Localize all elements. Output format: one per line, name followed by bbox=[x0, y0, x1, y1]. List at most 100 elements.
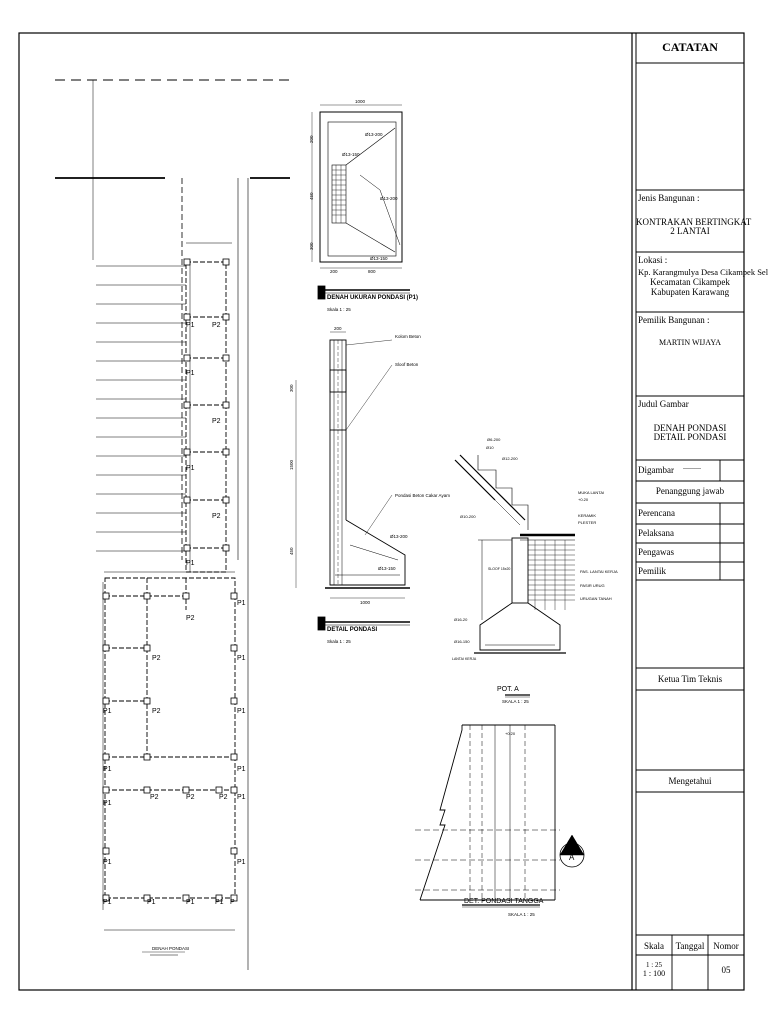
section-a-detail bbox=[454, 454, 575, 698]
plan-caption: DENAH PONDASI bbox=[152, 946, 189, 951]
tangga-elev: +0.20 bbox=[505, 731, 516, 736]
plan-column-mark bbox=[230, 894, 238, 902]
plan-column-mark bbox=[222, 258, 230, 266]
plan-foundation-label: P1 bbox=[237, 708, 246, 715]
plan-foundation-label: P1 bbox=[103, 708, 112, 715]
jenis-bangunan-line1: KONTRAKAN BERTINGKAT bbox=[636, 217, 752, 227]
plan-column-mark bbox=[183, 258, 191, 266]
plan-foundation-label: P1 bbox=[186, 465, 195, 472]
lokasi-line3: Kabupaten Karawang bbox=[650, 287, 730, 297]
pota-scale: SKALA 1 : 25 bbox=[502, 699, 529, 704]
plan-column-mark bbox=[102, 753, 110, 761]
pota-elev: +0.20 bbox=[578, 497, 589, 502]
pota-keramik: KERAMIK bbox=[578, 513, 596, 518]
pota-r1: Ø6-200 bbox=[487, 437, 501, 442]
penanggung-jawab-label: Penanggung jawab bbox=[655, 486, 725, 496]
lokasi-label: Lokasi : bbox=[638, 255, 668, 265]
plan-column-mark bbox=[183, 354, 191, 362]
plan-column-mark bbox=[102, 847, 110, 855]
plan-column-mark bbox=[143, 592, 151, 600]
judul-gambar-line2: DETAIL PONDASI bbox=[653, 432, 727, 442]
plan-foundation-label: P1 bbox=[237, 766, 246, 773]
pota-plester: PLESTER bbox=[578, 520, 596, 525]
pota-title: POT. A bbox=[497, 686, 519, 693]
plan-column-mark bbox=[230, 847, 238, 855]
plan-column-mark bbox=[102, 894, 110, 902]
plan-column-mark bbox=[222, 354, 230, 362]
plan-foundation-label: P2 bbox=[186, 615, 195, 622]
pota-r4: Ø10-200 bbox=[460, 514, 476, 519]
plan-column-mark bbox=[143, 894, 151, 902]
detail-dim-v2: 1500 bbox=[289, 459, 294, 470]
plan-column-mark bbox=[230, 786, 238, 794]
judul-gambar-line1: DENAH PONDASI bbox=[653, 423, 727, 433]
plan-column-mark bbox=[182, 786, 190, 794]
pota-r5: Ø16-20 bbox=[454, 617, 468, 622]
plan-foundation-label: P2 bbox=[186, 794, 195, 801]
mengetahui-label: Mengetahui bbox=[668, 776, 712, 786]
sheet-border bbox=[18, 32, 745, 991]
plan-column-mark bbox=[143, 786, 151, 794]
plan-column-mark bbox=[182, 592, 190, 600]
denah-rebar3: Ø13-200 bbox=[380, 196, 398, 201]
plan-column-mark bbox=[222, 448, 230, 456]
footing-plan-detail bbox=[311, 104, 410, 300]
plan-column-mark bbox=[102, 592, 110, 600]
denah-dim-left3: 300 bbox=[309, 242, 314, 250]
plan-foundation-label: P1 bbox=[237, 600, 246, 607]
foundation-plan bbox=[55, 79, 290, 970]
plan-foundation-label: P bbox=[230, 899, 235, 906]
plan-column-mark bbox=[183, 448, 191, 456]
pota-r6: Ø16-150 bbox=[454, 639, 470, 644]
denah-rebar1: Ø13-200 bbox=[365, 132, 383, 137]
pelaksana-label: Pelaksana bbox=[638, 528, 674, 538]
denah-rebar2: Ø13-150 bbox=[342, 152, 360, 157]
plan-column-mark bbox=[215, 786, 223, 794]
denah-dim-left2: 450 bbox=[309, 192, 314, 200]
plan-column-mark bbox=[230, 753, 238, 761]
lokasi-line2: Kecamatan Cikampek bbox=[650, 277, 730, 287]
denah-dim-bottom1: 200 bbox=[330, 269, 338, 274]
detail-title: DETAIL PONDASI bbox=[327, 627, 377, 633]
plan-foundation-label: P1 bbox=[186, 560, 195, 567]
pota-muka: MUKA LANTAI bbox=[578, 490, 604, 495]
plan-column-mark bbox=[183, 313, 191, 321]
pota-lantai-kerja: LANTAI KERJA bbox=[452, 657, 477, 661]
denah-title: DENAH UKURAN PONDASI (P1) bbox=[327, 295, 418, 301]
plan-foundation-label: P1 bbox=[103, 899, 112, 906]
plan-column-mark bbox=[182, 894, 190, 902]
pota-sloof: SLOOF 15x20 bbox=[488, 567, 510, 571]
skala-label: Skala bbox=[644, 941, 664, 951]
detail-sloof: Sloof Beton bbox=[395, 362, 419, 367]
denah-dim-bottom2: 800 bbox=[368, 269, 376, 274]
plan-column-mark bbox=[222, 313, 230, 321]
ketua-tim-label: Ketua Tim Teknis bbox=[657, 674, 723, 684]
detail-dim-top: 200 bbox=[334, 326, 342, 331]
plan-foundation-label: P1 bbox=[103, 800, 112, 807]
pota-urugan: URUGAN TANAH bbox=[580, 596, 612, 601]
plan-column-mark bbox=[183, 544, 191, 552]
plan-column-mark bbox=[222, 401, 230, 409]
pemilik-bangunan-label: Pemilik Bangunan : bbox=[638, 315, 710, 325]
detail-scale: Skala 1 : 25 bbox=[327, 639, 351, 644]
detail-r1: Ø13-200 bbox=[390, 534, 408, 539]
tanggal-label: Tanggal bbox=[675, 941, 705, 951]
detail-dim-bottom: 1000 bbox=[360, 600, 371, 605]
footing-section-detail bbox=[295, 331, 410, 631]
plan-column-mark bbox=[215, 894, 223, 902]
detail-dim-v1: 300 bbox=[289, 384, 294, 392]
perencana-label: Perencana bbox=[638, 508, 675, 518]
digambar-value: --------- bbox=[683, 466, 701, 472]
pemilik-bangunan-value: MARTIN WIJAYA bbox=[659, 338, 721, 347]
plan-column-mark bbox=[230, 644, 238, 652]
nomor-label: Nomor bbox=[713, 941, 739, 951]
tangga-scale: SKALA 1 : 25 bbox=[508, 912, 535, 917]
plan-foundation-label: P1 bbox=[103, 859, 112, 866]
denah-scale: Skala 1 : 25 bbox=[327, 307, 351, 312]
plan-foundation-label: P1 bbox=[186, 370, 195, 377]
plan-column-mark bbox=[230, 697, 238, 705]
plan-foundation-label: P2 bbox=[212, 418, 221, 425]
pota-r2: Ø10 bbox=[486, 445, 494, 450]
plan-column-mark bbox=[102, 786, 110, 794]
plan-column-mark bbox=[222, 496, 230, 504]
